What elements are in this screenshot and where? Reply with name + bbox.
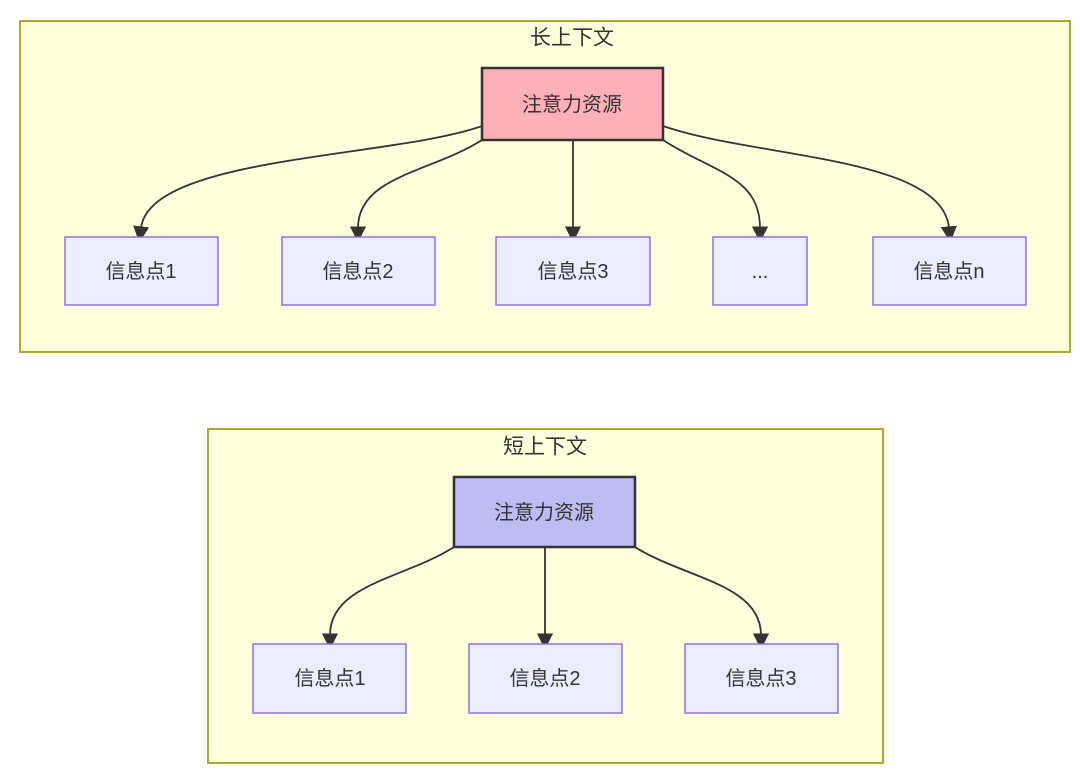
edge-long-to-info2 <box>349 139 483 243</box>
long-info-label-ellipsis: ... <box>752 261 769 283</box>
long-info-node-n: 信息点n <box>872 236 1027 306</box>
long-info-label-1: 信息点1 <box>105 260 176 283</box>
panel-long-context: 长上下文 注意力资源 信息点1 信息点2 信息点3 . <box>19 20 1071 353</box>
long-info-label-3: 信息点3 <box>537 260 608 283</box>
long-info-node-1: 信息点1 <box>64 236 219 306</box>
long-info-box-1 <box>64 236 219 306</box>
long-context-edges <box>133 125 957 243</box>
edge-short-to-info1 <box>321 546 455 650</box>
short-info-label-1: 信息点1 <box>294 667 365 690</box>
long-info-node-ellipsis: ... <box>712 236 808 306</box>
edge-long-to-ellipsis <box>662 139 769 243</box>
long-context-panel-title: 长上下文 <box>530 27 614 50</box>
edge-long-to-info1 <box>133 125 483 243</box>
long-attention-resource-node: 注意力资源 <box>480 66 665 142</box>
long-info-box-3 <box>495 236 651 306</box>
long-info-label-2: 信息点2 <box>322 260 393 283</box>
short-context-panel-title: 短上下文 <box>503 436 587 459</box>
short-attention-resource-label: 注意力资源 <box>494 501 594 524</box>
edge-short-to-info3 <box>634 546 770 650</box>
short-attention-resource-node: 注意力资源 <box>452 475 637 549</box>
long-info-box-2 <box>281 236 436 306</box>
short-info-node-3: 信息点3 <box>684 643 839 714</box>
long-info-node-2: 信息点2 <box>281 236 436 306</box>
short-attention-resource-box <box>452 475 637 549</box>
short-info-label-3: 信息点3 <box>725 667 796 690</box>
long-info-box-ellipsis <box>712 236 808 306</box>
short-info-box-3 <box>684 643 839 714</box>
long-info-box-n <box>872 236 1027 306</box>
long-info-node-3: 信息点3 <box>495 236 651 306</box>
short-info-label-2: 信息点2 <box>509 667 580 690</box>
edge-long-to-infon <box>662 125 957 243</box>
short-info-node-1: 信息点1 <box>252 643 407 714</box>
short-info-box-2 <box>468 643 623 714</box>
short-info-node-2: 信息点2 <box>468 643 623 714</box>
long-attention-resource-label: 注意力资源 <box>522 93 622 116</box>
long-info-label-n: 信息点n <box>913 260 984 283</box>
short-info-box-1 <box>252 643 407 714</box>
short-context-edges <box>321 546 770 650</box>
panel-short-context: 短上下文 注意力资源 信息点1 信息点2 信息点3 <box>207 428 884 764</box>
long-attention-resource-box <box>480 66 665 142</box>
